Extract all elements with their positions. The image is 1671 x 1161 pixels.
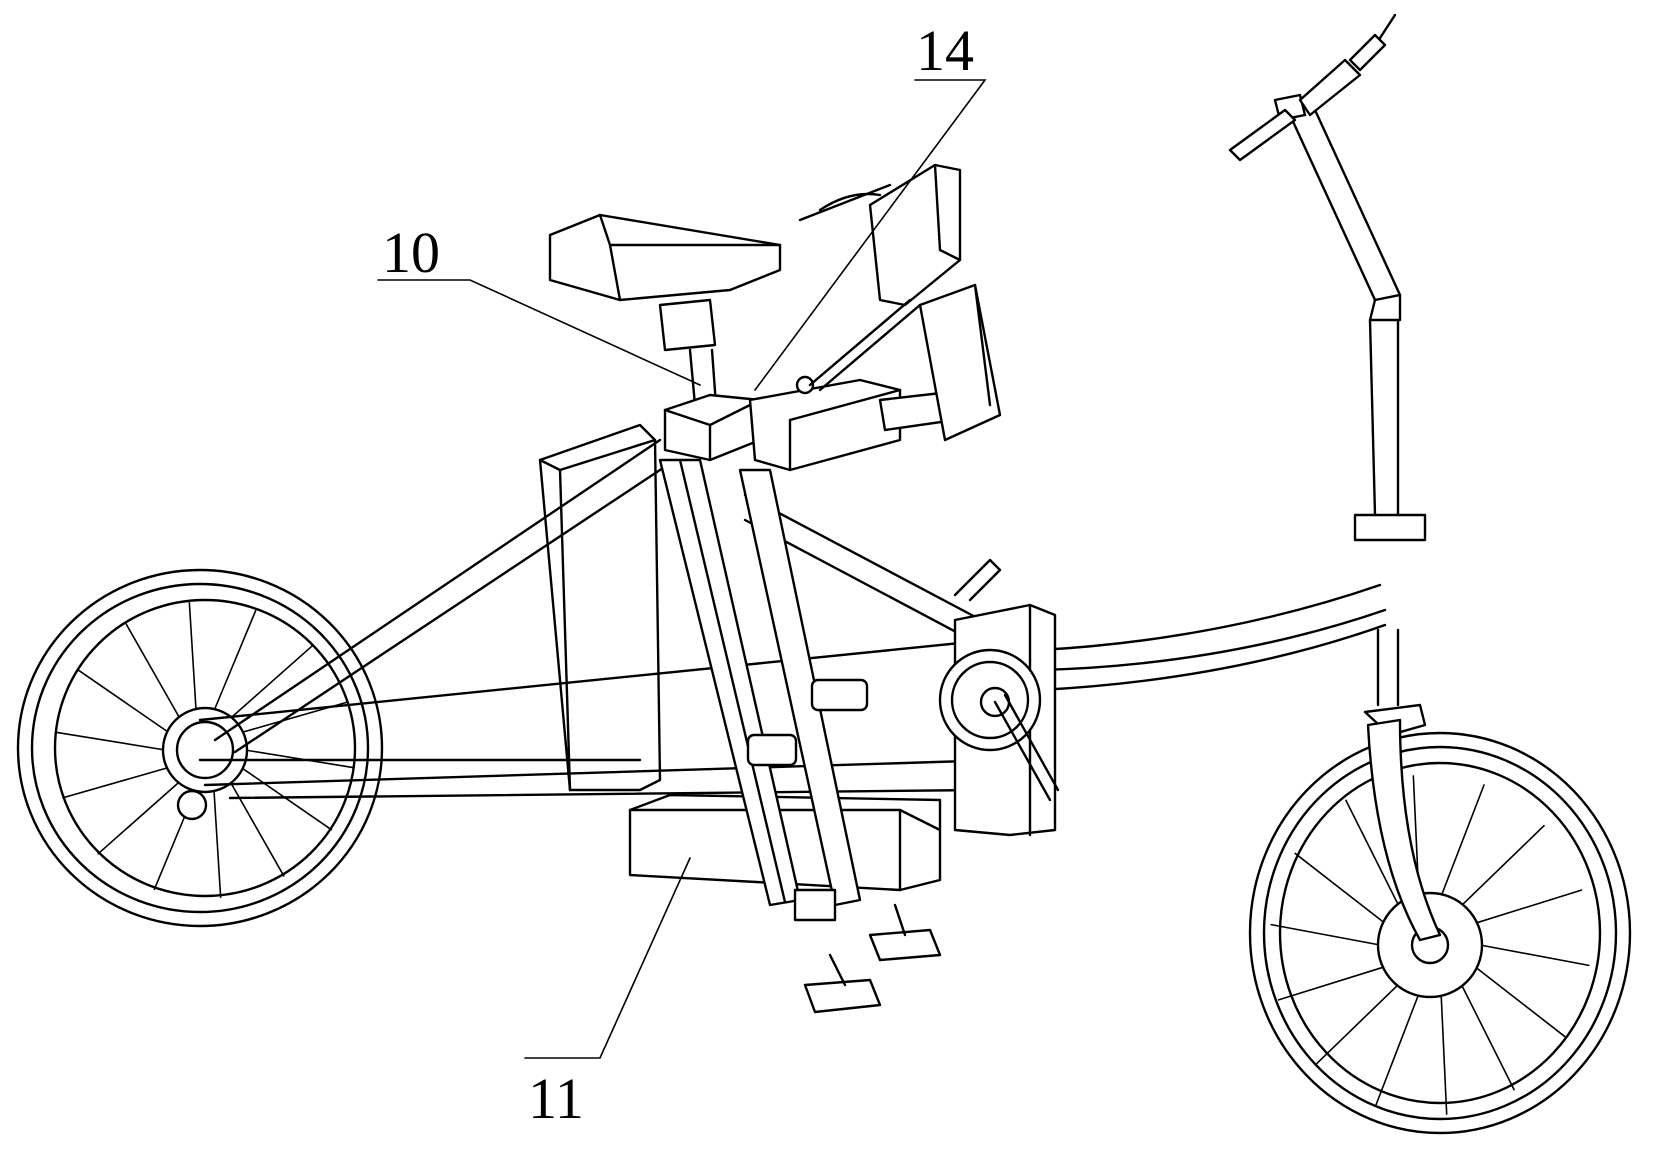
spoke bbox=[62, 766, 170, 799]
callout-label-10: 10 bbox=[382, 220, 440, 285]
callout-label-11: 11 bbox=[528, 1066, 584, 1131]
spoke bbox=[213, 609, 257, 712]
spoke bbox=[1479, 944, 1590, 967]
pedal-column bbox=[658, 458, 942, 1014]
spoke bbox=[1345, 799, 1400, 907]
frame-tubes bbox=[198, 438, 1387, 800]
spoke bbox=[1474, 889, 1583, 925]
spoke bbox=[125, 623, 181, 720]
spoke bbox=[1270, 923, 1381, 946]
spoke bbox=[188, 602, 197, 712]
seat bbox=[548, 213, 782, 407]
spoke bbox=[1460, 824, 1545, 907]
spoke bbox=[1315, 983, 1400, 1066]
spoke bbox=[213, 788, 222, 898]
spoke bbox=[97, 780, 181, 855]
spoke bbox=[1474, 965, 1566, 1038]
spoke bbox=[1440, 992, 1448, 1115]
spoke bbox=[1375, 992, 1420, 1106]
front-fork bbox=[1228, 13, 1442, 942]
spoke bbox=[77, 669, 170, 734]
leader-lines bbox=[377, 79, 987, 1059]
rear-wheel bbox=[16, 568, 384, 928]
spoke bbox=[1277, 965, 1386, 1001]
spoke bbox=[229, 645, 313, 720]
spoke bbox=[1440, 784, 1485, 898]
spoke bbox=[1294, 852, 1386, 925]
front-wheel bbox=[1248, 731, 1632, 1135]
control-arm bbox=[798, 163, 1002, 442]
crank-housing bbox=[938, 558, 1060, 837]
top-joint bbox=[663, 375, 957, 472]
spoke bbox=[1460, 983, 1515, 1091]
spoke bbox=[55, 731, 166, 751]
callout-label-14: 14 bbox=[916, 18, 974, 83]
spoke bbox=[229, 780, 285, 877]
